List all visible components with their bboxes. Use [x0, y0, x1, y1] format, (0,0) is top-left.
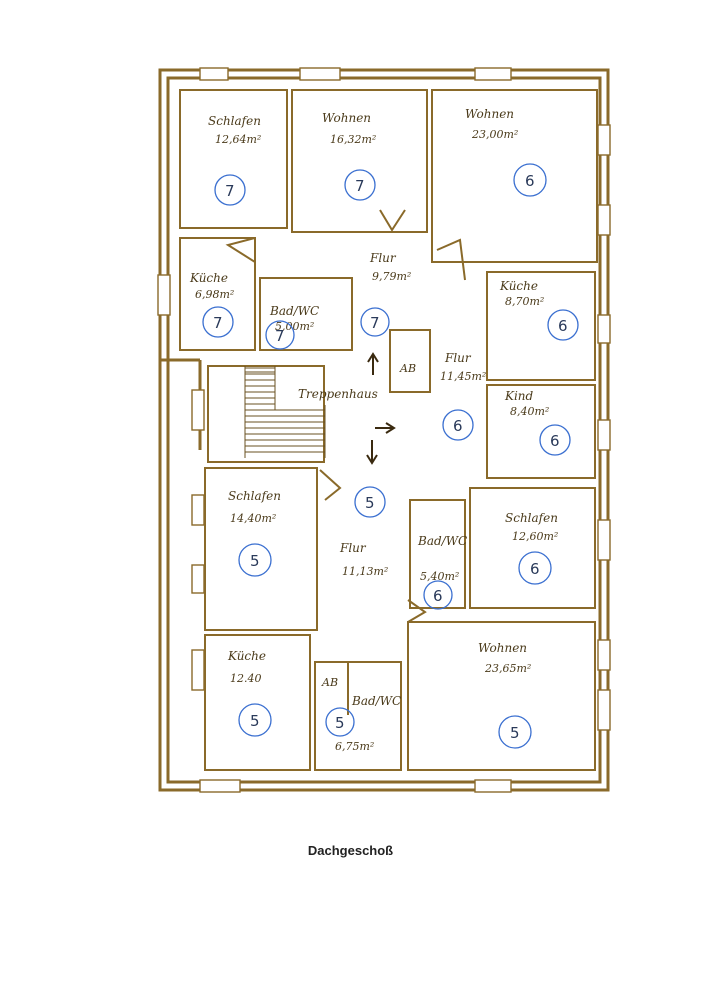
room-name: Schlafen	[208, 114, 261, 128]
abstellraum-label: AB	[399, 362, 416, 375]
room-area: 8,70m²	[505, 295, 544, 308]
room-name: Flur	[339, 541, 367, 555]
room-name: Flur	[444, 351, 472, 365]
room-area: 23,00m²	[471, 128, 518, 141]
abstellraum-label: AB	[321, 676, 338, 689]
room-area: 8,40m²	[510, 405, 549, 418]
unit-number: 6	[433, 587, 443, 605]
unit-number: 7	[370, 314, 380, 332]
room-name: Wohnen	[465, 107, 514, 121]
unit-number: 5	[250, 552, 260, 570]
room-name: Bad/WC	[351, 694, 401, 708]
staircase	[244, 366, 326, 458]
unit-number: 7	[355, 177, 365, 195]
interior-walls	[179, 89, 598, 771]
room-name: Schlafen	[505, 511, 558, 525]
room-name: Schlafen	[228, 489, 281, 503]
room-area: 6,98m²	[195, 288, 234, 301]
room-area: 12,60m²	[512, 530, 558, 543]
unit-number: 5	[335, 714, 345, 732]
room-area: 11,45m²	[440, 370, 486, 383]
unit-number: 5	[510, 724, 520, 742]
stairwell-label: Treppenhaus	[298, 387, 378, 401]
room-name: Wohnen	[322, 111, 371, 125]
room-name: Kind	[504, 389, 534, 403]
unit-number: 6	[558, 317, 568, 335]
unit-number: 7	[213, 314, 223, 332]
room-area: 9,79m²	[372, 270, 411, 283]
unit-number: 5	[250, 712, 260, 730]
outer-walls	[158, 68, 610, 792]
unit-number: 5	[365, 494, 375, 512]
unit-number: 6	[453, 417, 463, 435]
room-name: Flur	[369, 251, 397, 265]
room-area: 23,65m²	[484, 662, 531, 675]
unit-markers: 7 7 6 7 7 7 6 6 6 5 5 6 6 5 5 5	[202, 163, 579, 749]
unit-number: 6	[550, 432, 560, 450]
room-name: Bad/WC	[417, 534, 467, 548]
room-area: 11,13m²	[342, 565, 388, 578]
room-labels: Schlafen 12,64m² Wohnen 16,32m² Wohnen 2…	[189, 107, 558, 753]
unit-number: 7	[225, 182, 235, 200]
room-area: 5,40m²	[420, 570, 459, 583]
direction-arrows	[366, 352, 396, 465]
room-area: 14,40m²	[230, 512, 276, 525]
unit-number: 6	[530, 560, 540, 578]
room-name: Küche	[227, 649, 266, 663]
room-name: Wohnen	[478, 641, 527, 655]
floor-caption: Dachgeschoß	[307, 843, 394, 858]
room-area: 5,00m²	[275, 320, 314, 333]
room-area: 16,32m²	[330, 133, 376, 146]
unit-number: 7	[275, 327, 285, 345]
room-name: Bad/WC	[269, 304, 319, 318]
room-name: Küche	[189, 271, 228, 285]
room-area: 12,64m²	[215, 133, 261, 146]
room-area: 12.40	[230, 672, 262, 685]
room-name: Küche	[499, 279, 538, 293]
windows	[157, 67, 611, 793]
room-area: 6,75m²	[335, 740, 374, 753]
unit-number: 6	[525, 172, 535, 190]
